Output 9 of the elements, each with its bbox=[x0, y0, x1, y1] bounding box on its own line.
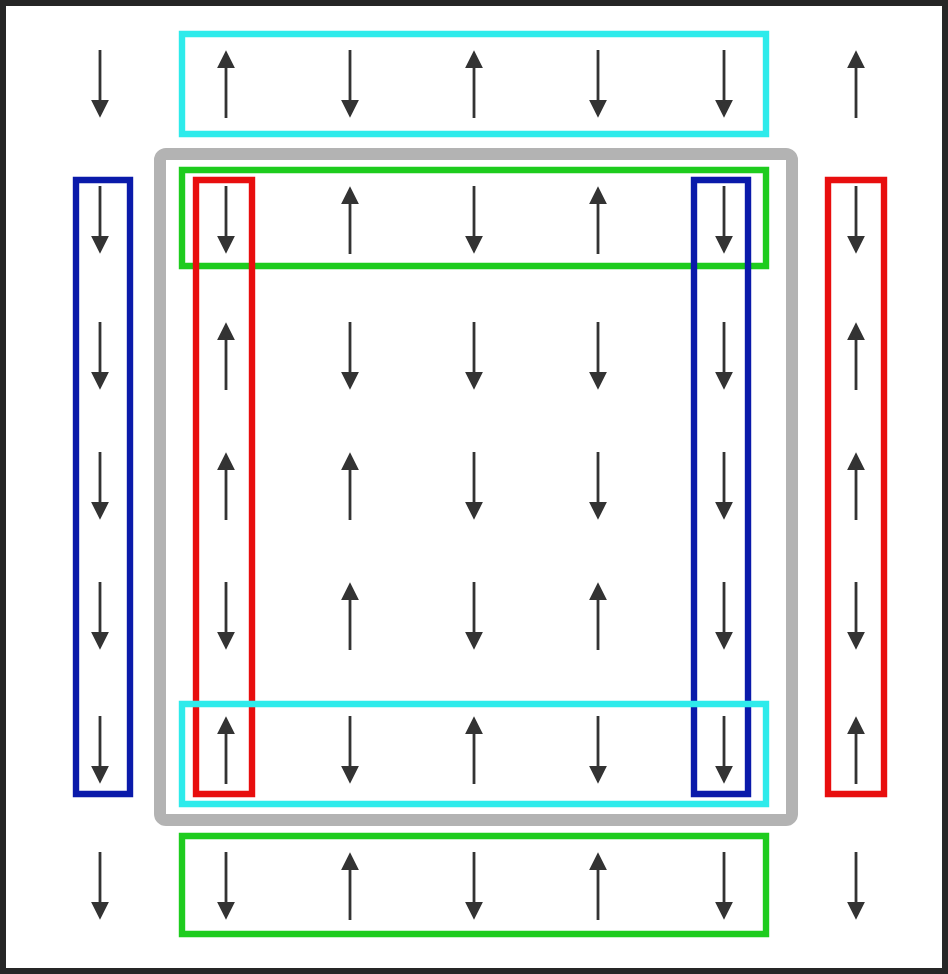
rectangle-outline bbox=[178, 30, 770, 138]
rectangle-outline bbox=[690, 176, 752, 798]
rectangle-outline bbox=[178, 166, 770, 270]
rectangle-outline bbox=[72, 176, 134, 798]
rectangle-outline bbox=[178, 832, 770, 938]
rectangle-outline bbox=[192, 176, 256, 798]
rectangle-outline bbox=[824, 176, 888, 798]
rounded-frame bbox=[154, 148, 798, 826]
rectangle-outline bbox=[178, 700, 770, 808]
